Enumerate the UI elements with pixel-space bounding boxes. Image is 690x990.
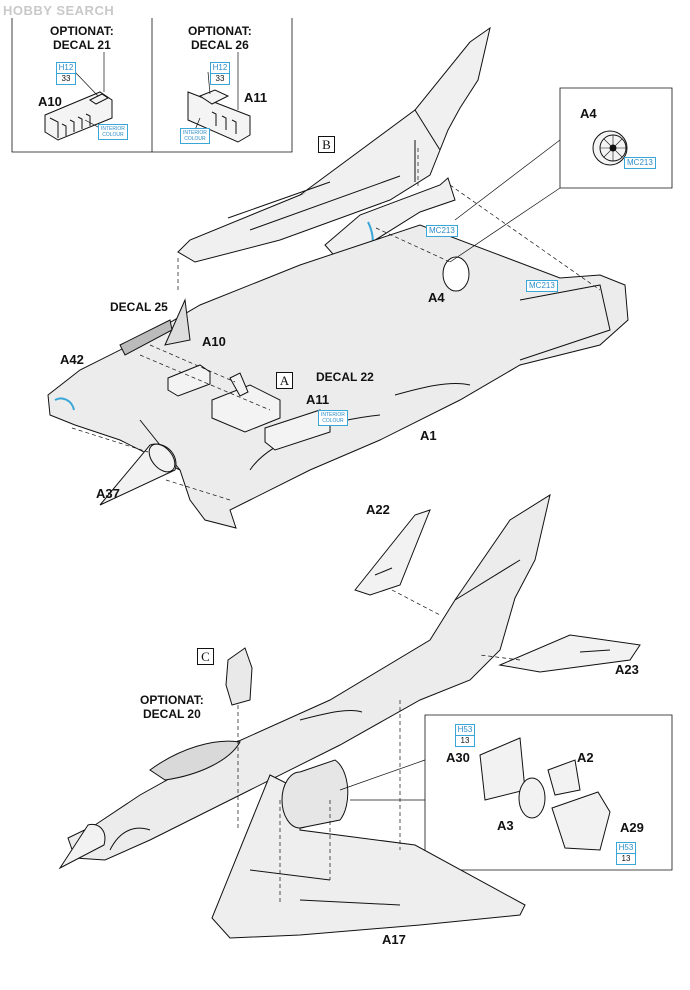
nose-tip-lower xyxy=(58,823,106,870)
optional-decal-20: OPTIONAT: DECAL 20 xyxy=(140,693,204,721)
decal-22-label: DECAL 22 xyxy=(316,370,374,384)
paint-code: H53 xyxy=(456,725,474,736)
inset-pointer-lines xyxy=(449,139,561,263)
nose-cone-a37 xyxy=(99,443,177,506)
paint-mc213-bay: MC213 xyxy=(426,225,458,237)
seat-c xyxy=(225,647,253,706)
optional-label: OPTIONAT: xyxy=(50,24,114,38)
colour-label: COLOUR xyxy=(184,136,206,142)
wing-a17 xyxy=(211,774,526,939)
interior-colour-a10: INTERIOR COLOUR xyxy=(98,124,128,140)
inset-part-a10 xyxy=(44,91,113,141)
step-a-box: A xyxy=(276,372,293,389)
paint-h53-a30: H53 13 xyxy=(455,724,475,747)
part-label-a4: A4 xyxy=(428,290,445,305)
decal-25-label: DECAL 25 xyxy=(110,300,168,314)
paint-number: 33 xyxy=(215,74,225,83)
part-label-a4-inset: A4 xyxy=(580,106,597,121)
paint-h12-a10: H12 33 xyxy=(56,62,76,85)
part-label-a22: A22 xyxy=(366,502,390,517)
decal-number: DECAL 26 xyxy=(190,38,249,52)
part-label-a3: A3 xyxy=(497,818,514,833)
part-label-a10: A10 xyxy=(202,334,226,349)
inset-pointer-lines-bottom xyxy=(339,759,426,801)
intake-drum xyxy=(281,759,349,829)
decal-number: DECAL 21 xyxy=(52,38,111,52)
part-label-a23: A23 xyxy=(615,662,639,677)
decal-leaders xyxy=(74,52,239,131)
paint-number: 33 xyxy=(61,74,71,83)
cap-a4 xyxy=(442,256,470,292)
assembly-lines-top xyxy=(71,148,601,501)
part-label-a30: A30 xyxy=(446,750,470,765)
watermark: HOBBY SEARCH xyxy=(3,3,115,18)
part-label-a11: A11 xyxy=(306,392,330,407)
wheel-a4 xyxy=(592,130,628,166)
part-label-a10-inset: A10 xyxy=(38,94,62,109)
paint-h53-a29: H53 13 xyxy=(616,842,636,865)
decal-number: DECAL 20 xyxy=(142,707,201,721)
interior-colour-a11-main: INTERIOR COLOUR xyxy=(318,410,348,426)
stabilizer-a23 xyxy=(498,634,641,673)
paint-code: H53 xyxy=(617,843,635,854)
optional-decal-26: OPTIONAT: DECAL 26 xyxy=(188,24,252,52)
inset-frames xyxy=(11,18,673,871)
interior-label: INTERIOR xyxy=(321,412,345,418)
step-b-box: B xyxy=(318,136,335,153)
paint-number: 13 xyxy=(460,736,470,745)
fin-a22 xyxy=(354,509,431,596)
colour-label: COLOUR xyxy=(102,132,124,138)
part-label-a29: A29 xyxy=(620,820,644,835)
fuselage-a1 xyxy=(47,224,629,529)
paint-mc213-wheel: MC213 xyxy=(624,157,656,169)
part-label-a17: A17 xyxy=(382,932,406,947)
interior-label: INTERIOR xyxy=(101,126,125,132)
step-c-box: C xyxy=(197,648,214,665)
part-label-a42: A42 xyxy=(60,352,84,367)
interior-colour-a11: INTERIOR COLOUR xyxy=(180,128,210,144)
paint-code: H12 xyxy=(211,63,229,74)
paint-h12-a11: H12 33 xyxy=(210,62,230,85)
optional-label: OPTIONAT: xyxy=(140,693,204,707)
cockpit-parts xyxy=(167,364,331,451)
part-label-a11-inset: A11 xyxy=(244,90,268,105)
colour-label: COLOUR xyxy=(322,418,344,424)
assembly-lines-bottom xyxy=(237,589,521,905)
fuselage-assembled xyxy=(67,493,551,861)
optional-decal-21: OPTIONAT: DECAL 21 xyxy=(50,24,114,52)
paint-mc213-engine: MC213 xyxy=(526,280,558,292)
optional-label: OPTIONAT: xyxy=(188,24,252,38)
part-label-a1: A1 xyxy=(420,428,437,443)
inset-exhaust xyxy=(479,737,611,851)
paint-number: 13 xyxy=(621,854,631,863)
interior-label: INTERIOR xyxy=(183,130,207,136)
fuselage-half-b xyxy=(177,26,491,263)
part-label-a37: A37 xyxy=(96,486,120,501)
paint-code: H12 xyxy=(57,63,75,74)
part-label-a2: A2 xyxy=(577,750,594,765)
inset-part-a11 xyxy=(187,89,251,143)
